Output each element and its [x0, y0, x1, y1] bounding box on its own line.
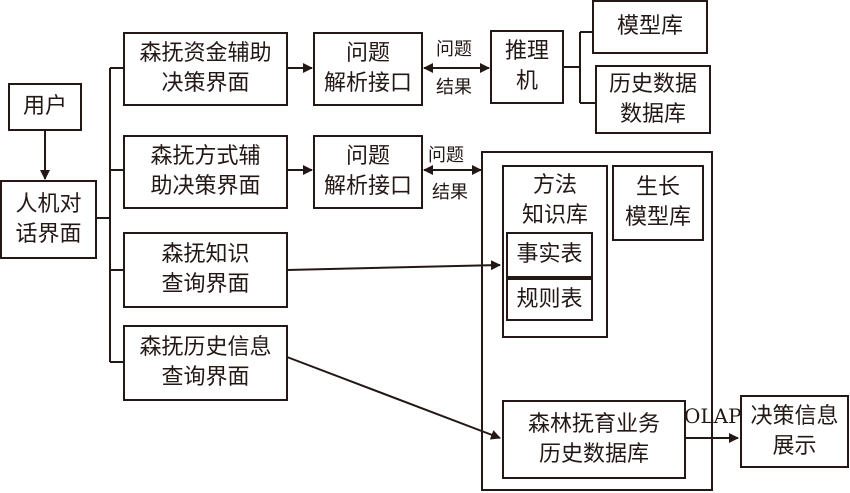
parse-interface-1: 问题 解析接口 — [313, 32, 423, 106]
knowledge-ui-label: 森抚知识 查询界面 — [161, 242, 250, 297]
growth-model-db: 生长 模型库 — [612, 165, 704, 241]
result-label-1: 结果 — [436, 77, 472, 98]
hci-box: 人机对 话界面 — [0, 180, 97, 259]
rule-table-label: 规则表 — [516, 286, 583, 312]
inference-label: 推理 机 — [504, 39, 549, 94]
history-query-ui: 森抚历史信息 查询界面 — [123, 325, 288, 401]
parse-interface-2: 问题 解析接口 — [313, 135, 423, 209]
olap-label: OLAP — [684, 404, 742, 428]
parse2-label: 问题 解析接口 — [323, 144, 412, 199]
method-kb-label: 方法 知识库 — [521, 173, 588, 228]
method-ui-label: 森抚方式辅 助决策界面 — [150, 144, 261, 199]
history-data-db: 历史数据 数据库 — [595, 65, 711, 134]
model-db-label: 模型库 — [616, 14, 683, 39]
user-box: 用户 — [8, 83, 82, 131]
parse1-label: 问题 解析接口 — [323, 41, 412, 96]
question-label-2: 问题 — [428, 145, 464, 166]
growth-model-db-label: 生长 模型库 — [624, 175, 691, 230]
rule-table: 规则表 — [506, 278, 593, 321]
knowledge-query-ui: 森抚知识 查询界面 — [123, 232, 288, 308]
knowledge-container — [481, 151, 713, 491]
result-label-2: 结果 — [432, 182, 468, 203]
fund-ui-label: 森抚资金辅助 决策界面 — [139, 41, 272, 96]
model-db: 模型库 — [592, 0, 708, 54]
fact-table-label: 事实表 — [516, 242, 583, 267]
decision-display: 决策信息 展示 — [740, 395, 849, 468]
decision-display-label: 决策信息 展示 — [750, 403, 839, 459]
history-data-db-label: 历史数据 数据库 — [608, 71, 697, 127]
history-to-db-arrow — [286, 356, 501, 440]
hci-label: 人机对 话界面 — [15, 191, 82, 247]
user-label: 用户 — [22, 94, 67, 119]
method-decision-ui: 森抚方式辅 助决策界面 — [123, 135, 288, 209]
history-ui-label: 森抚历史信息 查询界面 — [139, 335, 272, 390]
forest-history-db-label: 森林抚育业务 历史数据库 — [527, 411, 660, 467]
inference-engine: 推理 机 — [490, 30, 564, 104]
knowledge-to-kb-arrow — [286, 260, 501, 271]
forest-history-db: 森林抚育业务 历史数据库 — [502, 400, 686, 479]
question-label-1: 问题 — [436, 39, 472, 60]
fund-decision-ui: 森抚资金辅助 决策界面 — [123, 32, 288, 106]
fact-table: 事实表 — [506, 232, 593, 278]
